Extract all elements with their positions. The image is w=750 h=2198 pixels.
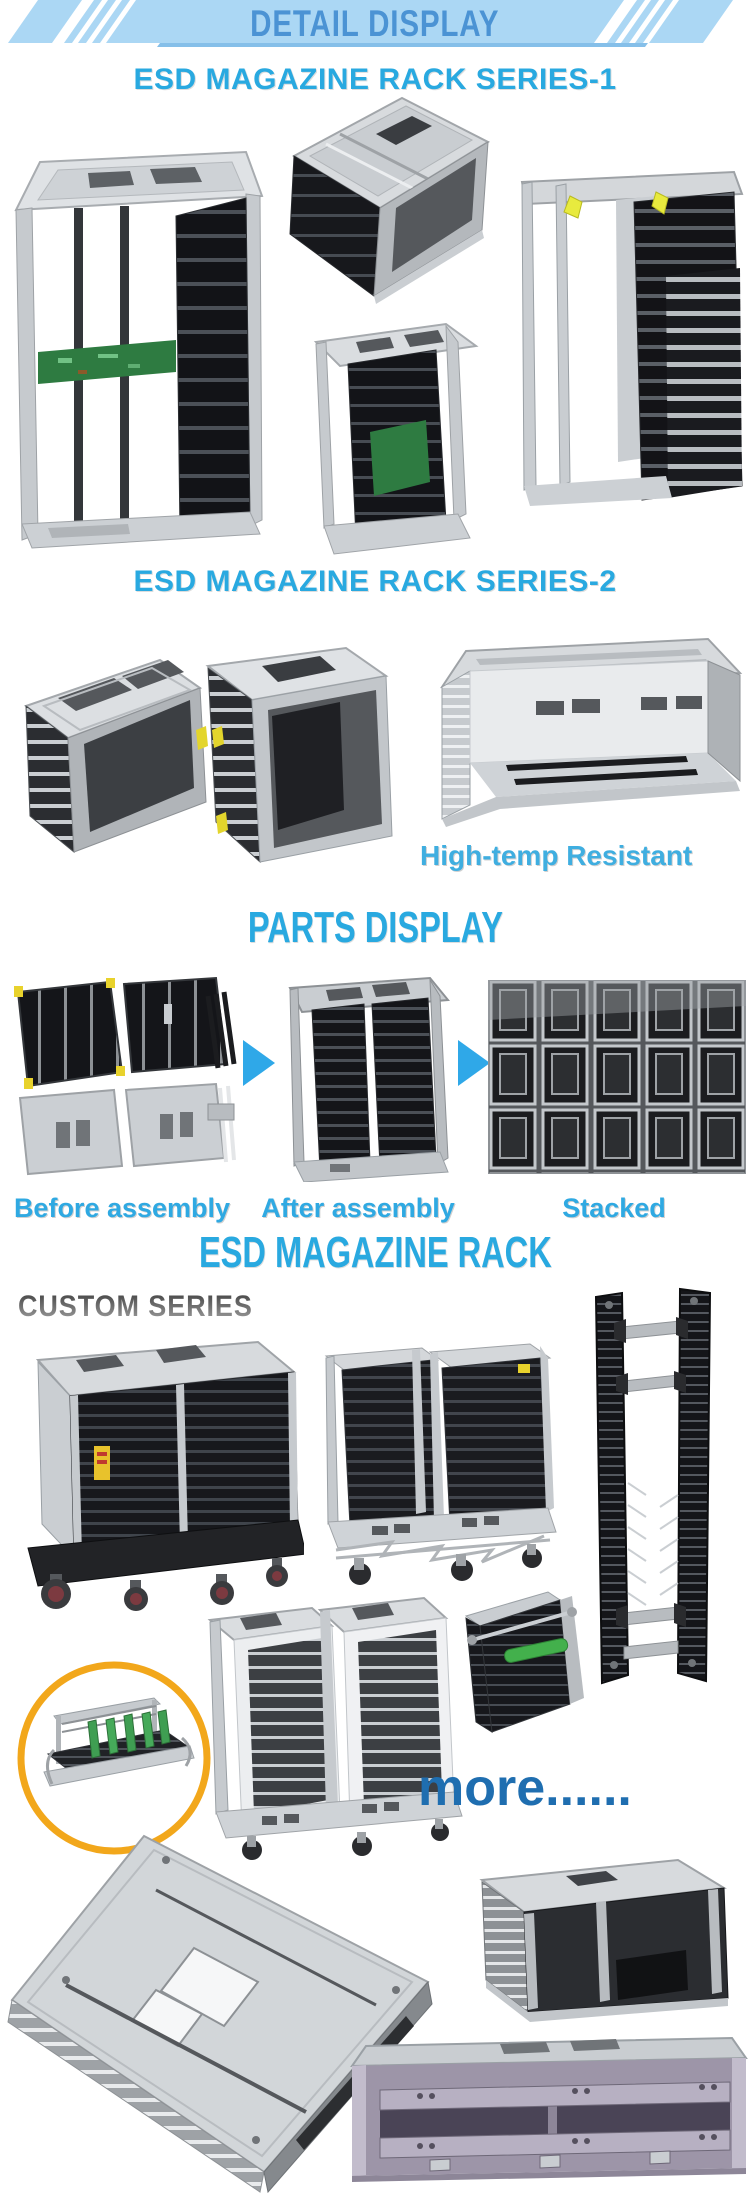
banner-stripes-graphic: [8, 0, 733, 47]
caption-after-assembly: After assembly: [261, 1193, 455, 1223]
parts-photo-before-assembly: [12, 976, 240, 1176]
series1-photo-tilted-rack-bottom: [286, 312, 490, 558]
parts-photo-stacked: [488, 980, 746, 1174]
series2-heading: ESD MAGAZINE RACK SERIES-2: [133, 565, 617, 598]
custom-heading: ESD MAGAZINE RACK: [198, 1228, 552, 1277]
parts-photo-after-assembly: [268, 966, 456, 1182]
bottom-photo-wide-chassis: [350, 2020, 750, 2196]
custom-photo-circle-badge: [14, 1658, 214, 1858]
custom-photo-folding-rack: [452, 1582, 622, 1747]
series1-heading: ESD MAGAZINE RACK SERIES-1: [133, 63, 617, 96]
arrow-right-icon: [243, 1040, 275, 1086]
custom-photo-dual-rack-dolly: [6, 1316, 304, 1611]
caption-stacked: Stacked: [562, 1193, 666, 1223]
series2-photo-rack-pair: [10, 610, 398, 884]
detail-display-banner: DETAIL DISPLAY: [0, 0, 750, 47]
banner-title: DETAIL DISPLAY: [250, 3, 500, 44]
series2-photo-cube-rack: [436, 613, 746, 837]
series1-photo-left-tall-rack: [8, 136, 272, 550]
more-label: more......: [418, 1759, 632, 1817]
caption-before-assembly: Before assembly: [13, 1193, 231, 1223]
custom-photo-narrow-tall-rack: [562, 1283, 750, 1691]
custom-photo-dual-rack-cart: [312, 1326, 557, 1592]
arrow-right-icon: [458, 1040, 490, 1086]
series1-photo-tilted-rack-top: [280, 92, 498, 314]
custom-series-label: CUSTOM SERIES: [18, 1290, 253, 1323]
bottom-photo-small-rack: [446, 1850, 736, 2038]
series1-photo-right-tall-rack: [516, 156, 748, 506]
custom-photo-silver-dual-rack: [192, 1580, 467, 1865]
parts-heading: PARTS DISPLAY: [247, 903, 503, 952]
high-temp-callout: High-temp Resistant: [420, 840, 693, 871]
